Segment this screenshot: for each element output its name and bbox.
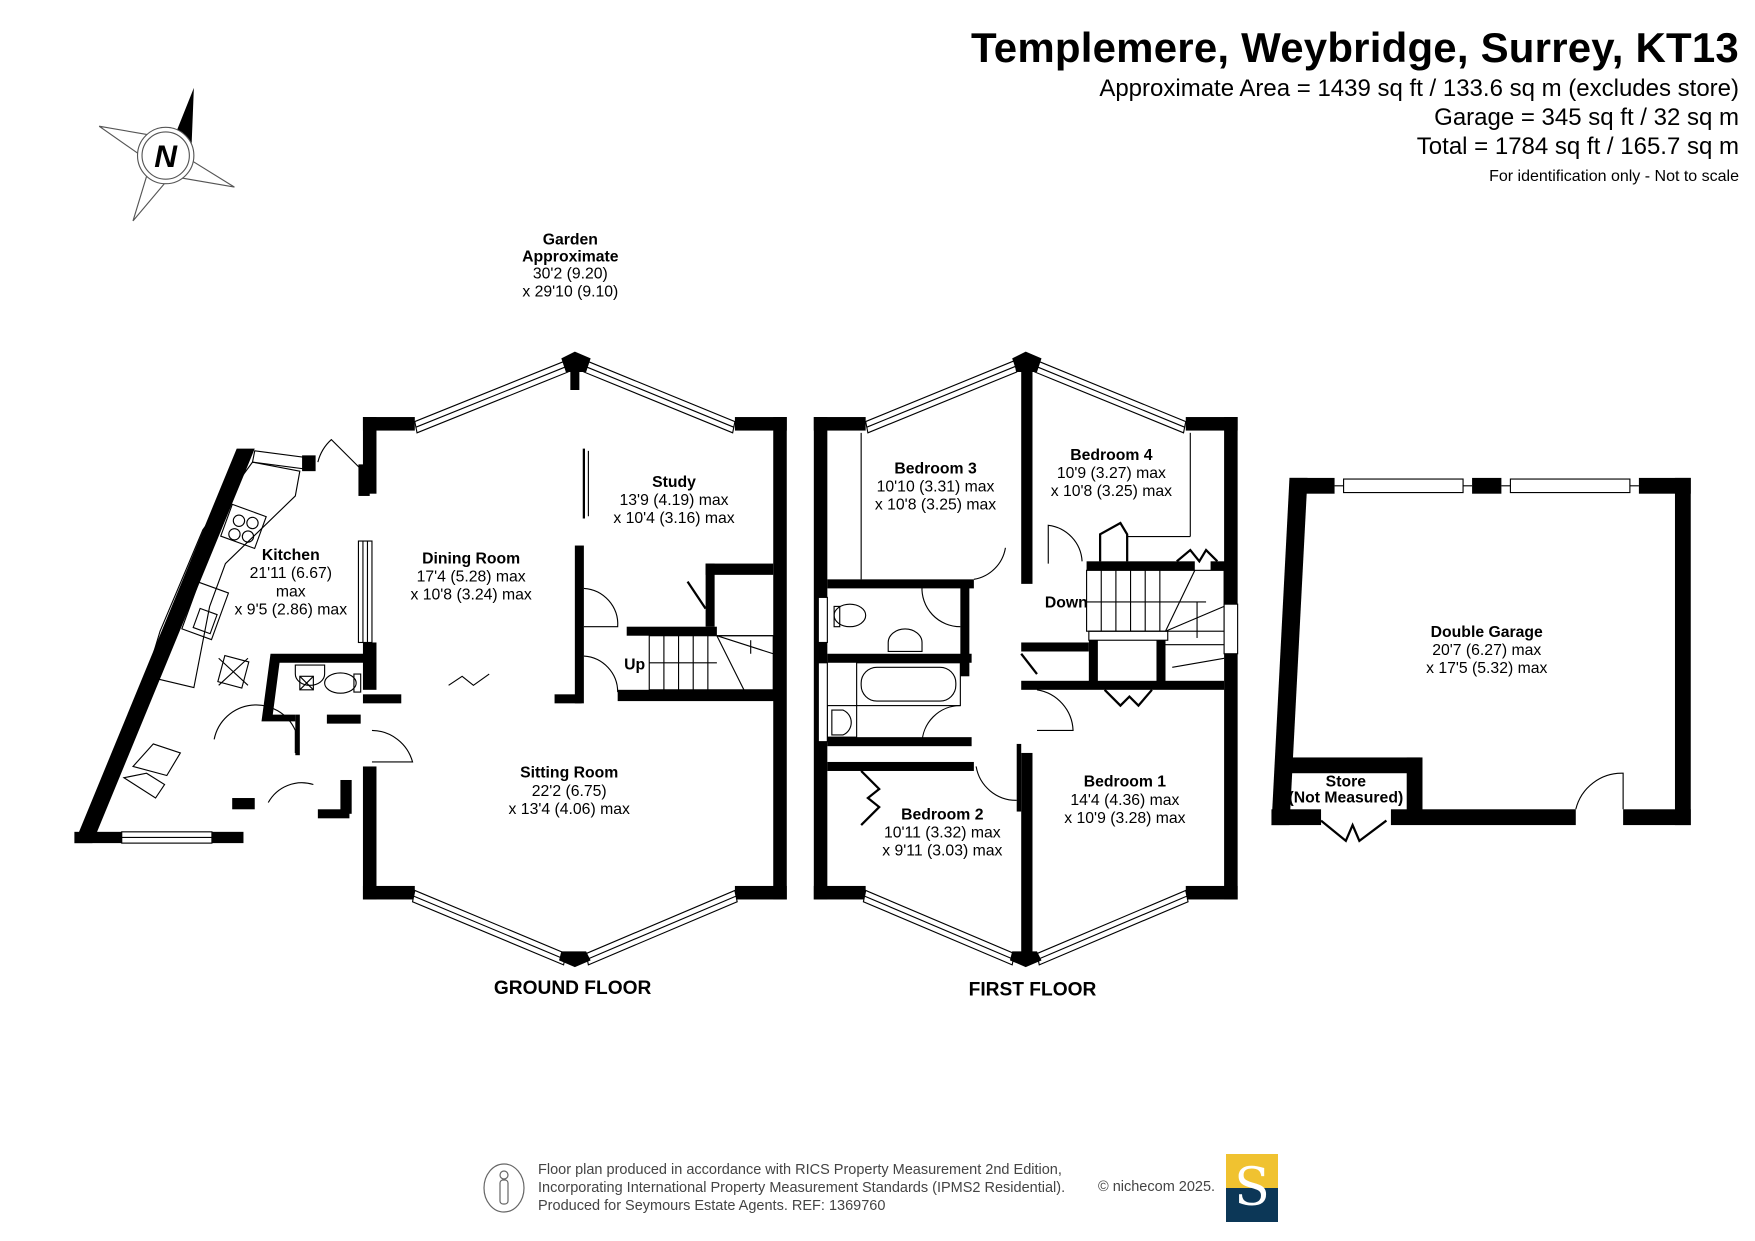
first-toilet-icon bbox=[833, 603, 867, 628]
room-dim: x 10'8 (3.25) max bbox=[1051, 483, 1172, 500]
footer-line-1: Floor plan produced in accordance with R… bbox=[538, 1162, 1062, 1178]
room-study: Study 13'9 (4.19) max x 10'4 (3.16) max bbox=[613, 474, 734, 527]
room-note: (Not Measured) bbox=[1288, 790, 1403, 807]
room-dim: 10'11 (3.32) max bbox=[884, 824, 1001, 841]
kitchen-door-swing bbox=[317, 438, 366, 474]
room-double-garage: Double Garage 20'7 (6.27) max x 17'5 (5.… bbox=[1426, 624, 1547, 677]
north-arrow-icon: N bbox=[98, 87, 235, 222]
room-name: Bedroom 2 bbox=[901, 806, 984, 823]
room-dim: x 10'9 (3.28) max bbox=[1064, 810, 1185, 827]
room-name: Bedroom 4 bbox=[1070, 447, 1153, 464]
garden-name: Garden bbox=[543, 232, 598, 249]
room-dining: Dining Room 17'4 (5.28) max x 10'8 (3.24… bbox=[410, 551, 531, 604]
extractor-icon bbox=[299, 675, 314, 691]
area-approximate: Approximate Area = 1439 sq ft / 133.6 sq… bbox=[1099, 75, 1739, 102]
footer-line-3: Produced for Seymours Estate Agents. REF… bbox=[538, 1198, 886, 1214]
room-bedroom4: Bedroom 4 10'9 (3.27) max x 10'8 (3.25) … bbox=[1051, 447, 1172, 500]
person-icon bbox=[483, 1163, 525, 1213]
scale-note: For identification only - Not to scale bbox=[1489, 168, 1739, 185]
room-sitting: Sitting Room 22'2 (6.75) x 13'4 (4.06) m… bbox=[509, 765, 630, 818]
toilet-icon bbox=[324, 672, 362, 694]
bay-window-bottom-first bbox=[862, 889, 1189, 968]
bay-window-top bbox=[414, 351, 736, 434]
room-name: Study bbox=[652, 474, 696, 491]
bay-window-top-first bbox=[865, 351, 1187, 434]
garage-plan: Double Garage 20'7 (6.27) max x 17'5 (5.… bbox=[1271, 477, 1691, 843]
store-doors bbox=[1320, 819, 1388, 843]
copyright: © nichecom 2025. bbox=[1098, 1179, 1216, 1195]
study-wall-left bbox=[574, 545, 584, 704]
ground-floor-label: GROUND FLOOR bbox=[494, 978, 652, 999]
stairs-down-label: Down bbox=[1045, 595, 1088, 612]
area-garage: Garage = 345 sq ft / 32 sq m bbox=[1434, 104, 1739, 131]
compass-letter: N bbox=[154, 138, 178, 174]
logo-letter: S bbox=[1234, 1158, 1270, 1218]
property-title: Templemere, Weybridge, Surrey, KT13 bbox=[971, 24, 1739, 71]
room-dim: x 9'5 (2.86) max bbox=[235, 601, 348, 618]
footer-line-2: Incorporating International Property Mea… bbox=[538, 1180, 1066, 1196]
room-name: Bedroom 3 bbox=[894, 460, 977, 477]
bay-window-bottom bbox=[411, 889, 738, 968]
room-dim: 13'9 (4.19) max bbox=[620, 492, 729, 509]
kitchen-wall-bottom bbox=[74, 831, 122, 844]
room-dim: 14'4 (4.36) max bbox=[1070, 792, 1179, 809]
garage-door-swing bbox=[1575, 772, 1624, 810]
room-dim: x 10'8 (3.24) max bbox=[410, 587, 531, 604]
room-dim: max bbox=[276, 583, 306, 600]
room-kitchen: Kitchen 21'11 (6.67) max x 9'5 (2.86) ma… bbox=[235, 547, 348, 618]
room-name: Bedroom 1 bbox=[1084, 774, 1167, 791]
room-name: Store bbox=[1326, 774, 1367, 791]
room-dim: x 13'4 (4.06) max bbox=[509, 801, 630, 818]
room-name: Kitchen bbox=[262, 547, 320, 564]
kitchen-wall-diagonal bbox=[74, 448, 255, 844]
internal-glazing bbox=[357, 540, 373, 644]
area-total: Total = 1784 sq ft / 165.7 sq m bbox=[1416, 133, 1739, 160]
logo-bottom-band bbox=[1226, 1188, 1278, 1222]
garden-label: Garden Approximate 30'2 (9.20) x 29'10 (… bbox=[522, 232, 619, 301]
skylight-icon bbox=[217, 654, 250, 689]
room-dim: 20'7 (6.27) max bbox=[1432, 642, 1541, 659]
kitchen-window-bottom bbox=[121, 831, 213, 844]
room-dim: x 9'11 (3.03) max bbox=[882, 843, 1002, 860]
room-name: Sitting Room bbox=[520, 765, 618, 782]
seymours-logo: S bbox=[1226, 1154, 1278, 1222]
wc-basin-icon bbox=[294, 664, 326, 686]
bathroom-basin-icon bbox=[826, 705, 858, 738]
kitchen-window-top bbox=[251, 450, 308, 470]
room-dim: 17'4 (5.28) max bbox=[417, 569, 526, 586]
ground-floor-plan: Kitchen 21'11 (6.67) max x 9'5 (2.86) ma… bbox=[74, 351, 787, 999]
room-bedroom2: Bedroom 2 10'11 (3.32) max x 9'11 (3.03)… bbox=[882, 806, 1002, 859]
stairs-up-label: Up bbox=[624, 657, 645, 674]
garden-sub: Approximate bbox=[522, 249, 619, 266]
room-bedroom3: Bedroom 3 10'10 (3.31) max x 10'8 (3.25)… bbox=[875, 460, 996, 513]
room-store: Store (Not Measured) bbox=[1288, 774, 1403, 807]
garage-window bbox=[1334, 478, 1639, 494]
room-dim: x 17'5 (5.32) max bbox=[1426, 660, 1547, 677]
garden-dim1: 30'2 (9.20) bbox=[533, 265, 608, 282]
room-bedroom1: Bedroom 1 14'4 (4.36) max x 10'9 (3.28) … bbox=[1064, 774, 1185, 827]
first-floor-plan: Bedroom 3 10'10 (3.31) max x 10'8 (3.25)… bbox=[813, 351, 1239, 1000]
room-dim: 10'9 (3.27) max bbox=[1057, 465, 1166, 482]
room-dim: x 10'8 (3.25) max bbox=[875, 496, 996, 513]
first-basin-icon bbox=[887, 628, 923, 653]
room-name: Dining Room bbox=[422, 551, 520, 568]
room-dim: x 10'4 (3.16) max bbox=[613, 510, 734, 527]
logo-top-band bbox=[1226, 1154, 1278, 1188]
wc-walls bbox=[261, 653, 372, 722]
room-name: Double Garage bbox=[1431, 624, 1543, 641]
first-floor-stairs bbox=[1086, 569, 1225, 668]
hob-icon bbox=[220, 503, 267, 550]
room-dim: 22'2 (6.75) bbox=[532, 783, 607, 800]
bath-icon bbox=[856, 662, 961, 707]
plan-header: Templemere, Weybridge, Surrey, KT13 Appr… bbox=[971, 22, 1739, 189]
room-dim: 21'11 (6.67) bbox=[250, 565, 332, 582]
sink-icon bbox=[181, 581, 230, 641]
dining-wall-left-upper bbox=[362, 417, 377, 494]
room-dim: 10'10 (3.31) max bbox=[877, 478, 995, 495]
ground-floor-stairs bbox=[648, 635, 774, 691]
garden-dim2: x 29'10 (9.10) bbox=[522, 283, 618, 300]
first-floor-label: FIRST FLOOR bbox=[969, 979, 1097, 1000]
